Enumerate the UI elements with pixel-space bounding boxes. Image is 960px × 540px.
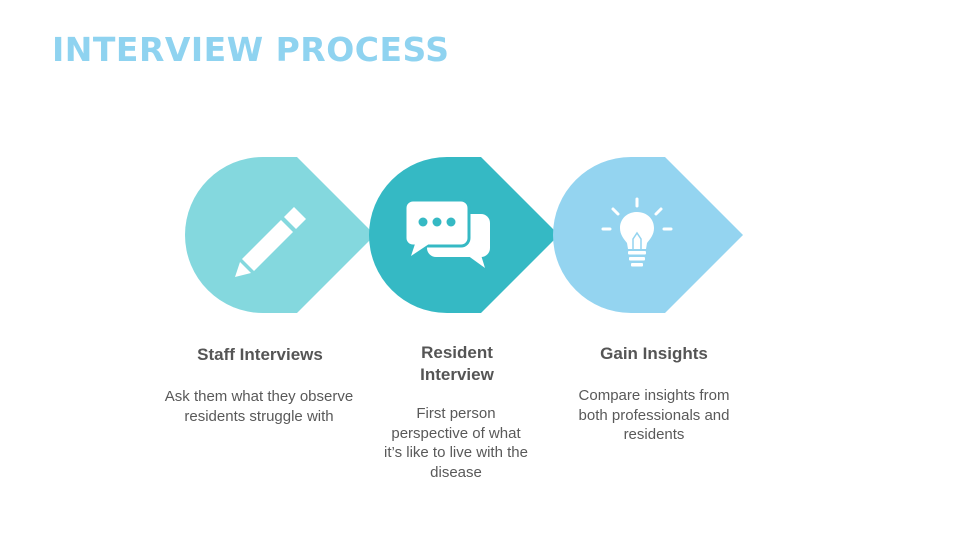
step-1-description: Ask them what they observe residents str… <box>164 388 354 425</box>
step-2-shape <box>369 157 559 313</box>
step-3-heading: Gain Insights <box>600 344 708 363</box>
chat-bubbles-icon <box>403 198 490 268</box>
step-1-heading: Staff Interviews <box>197 345 323 364</box>
step-3-shape <box>553 157 743 313</box>
pencil-icon <box>235 207 306 277</box>
step-3-description: Compare insights from both professionals… <box>578 387 730 443</box>
lightbulb-icon <box>601 197 673 267</box>
step-1-shape <box>185 157 375 313</box>
page-title: INTERVIEW PROCESS <box>52 30 450 69</box>
step-2-heading: Resident Interview <box>420 343 494 384</box>
step-2-description: First person perspective of what it’s li… <box>384 405 528 481</box>
